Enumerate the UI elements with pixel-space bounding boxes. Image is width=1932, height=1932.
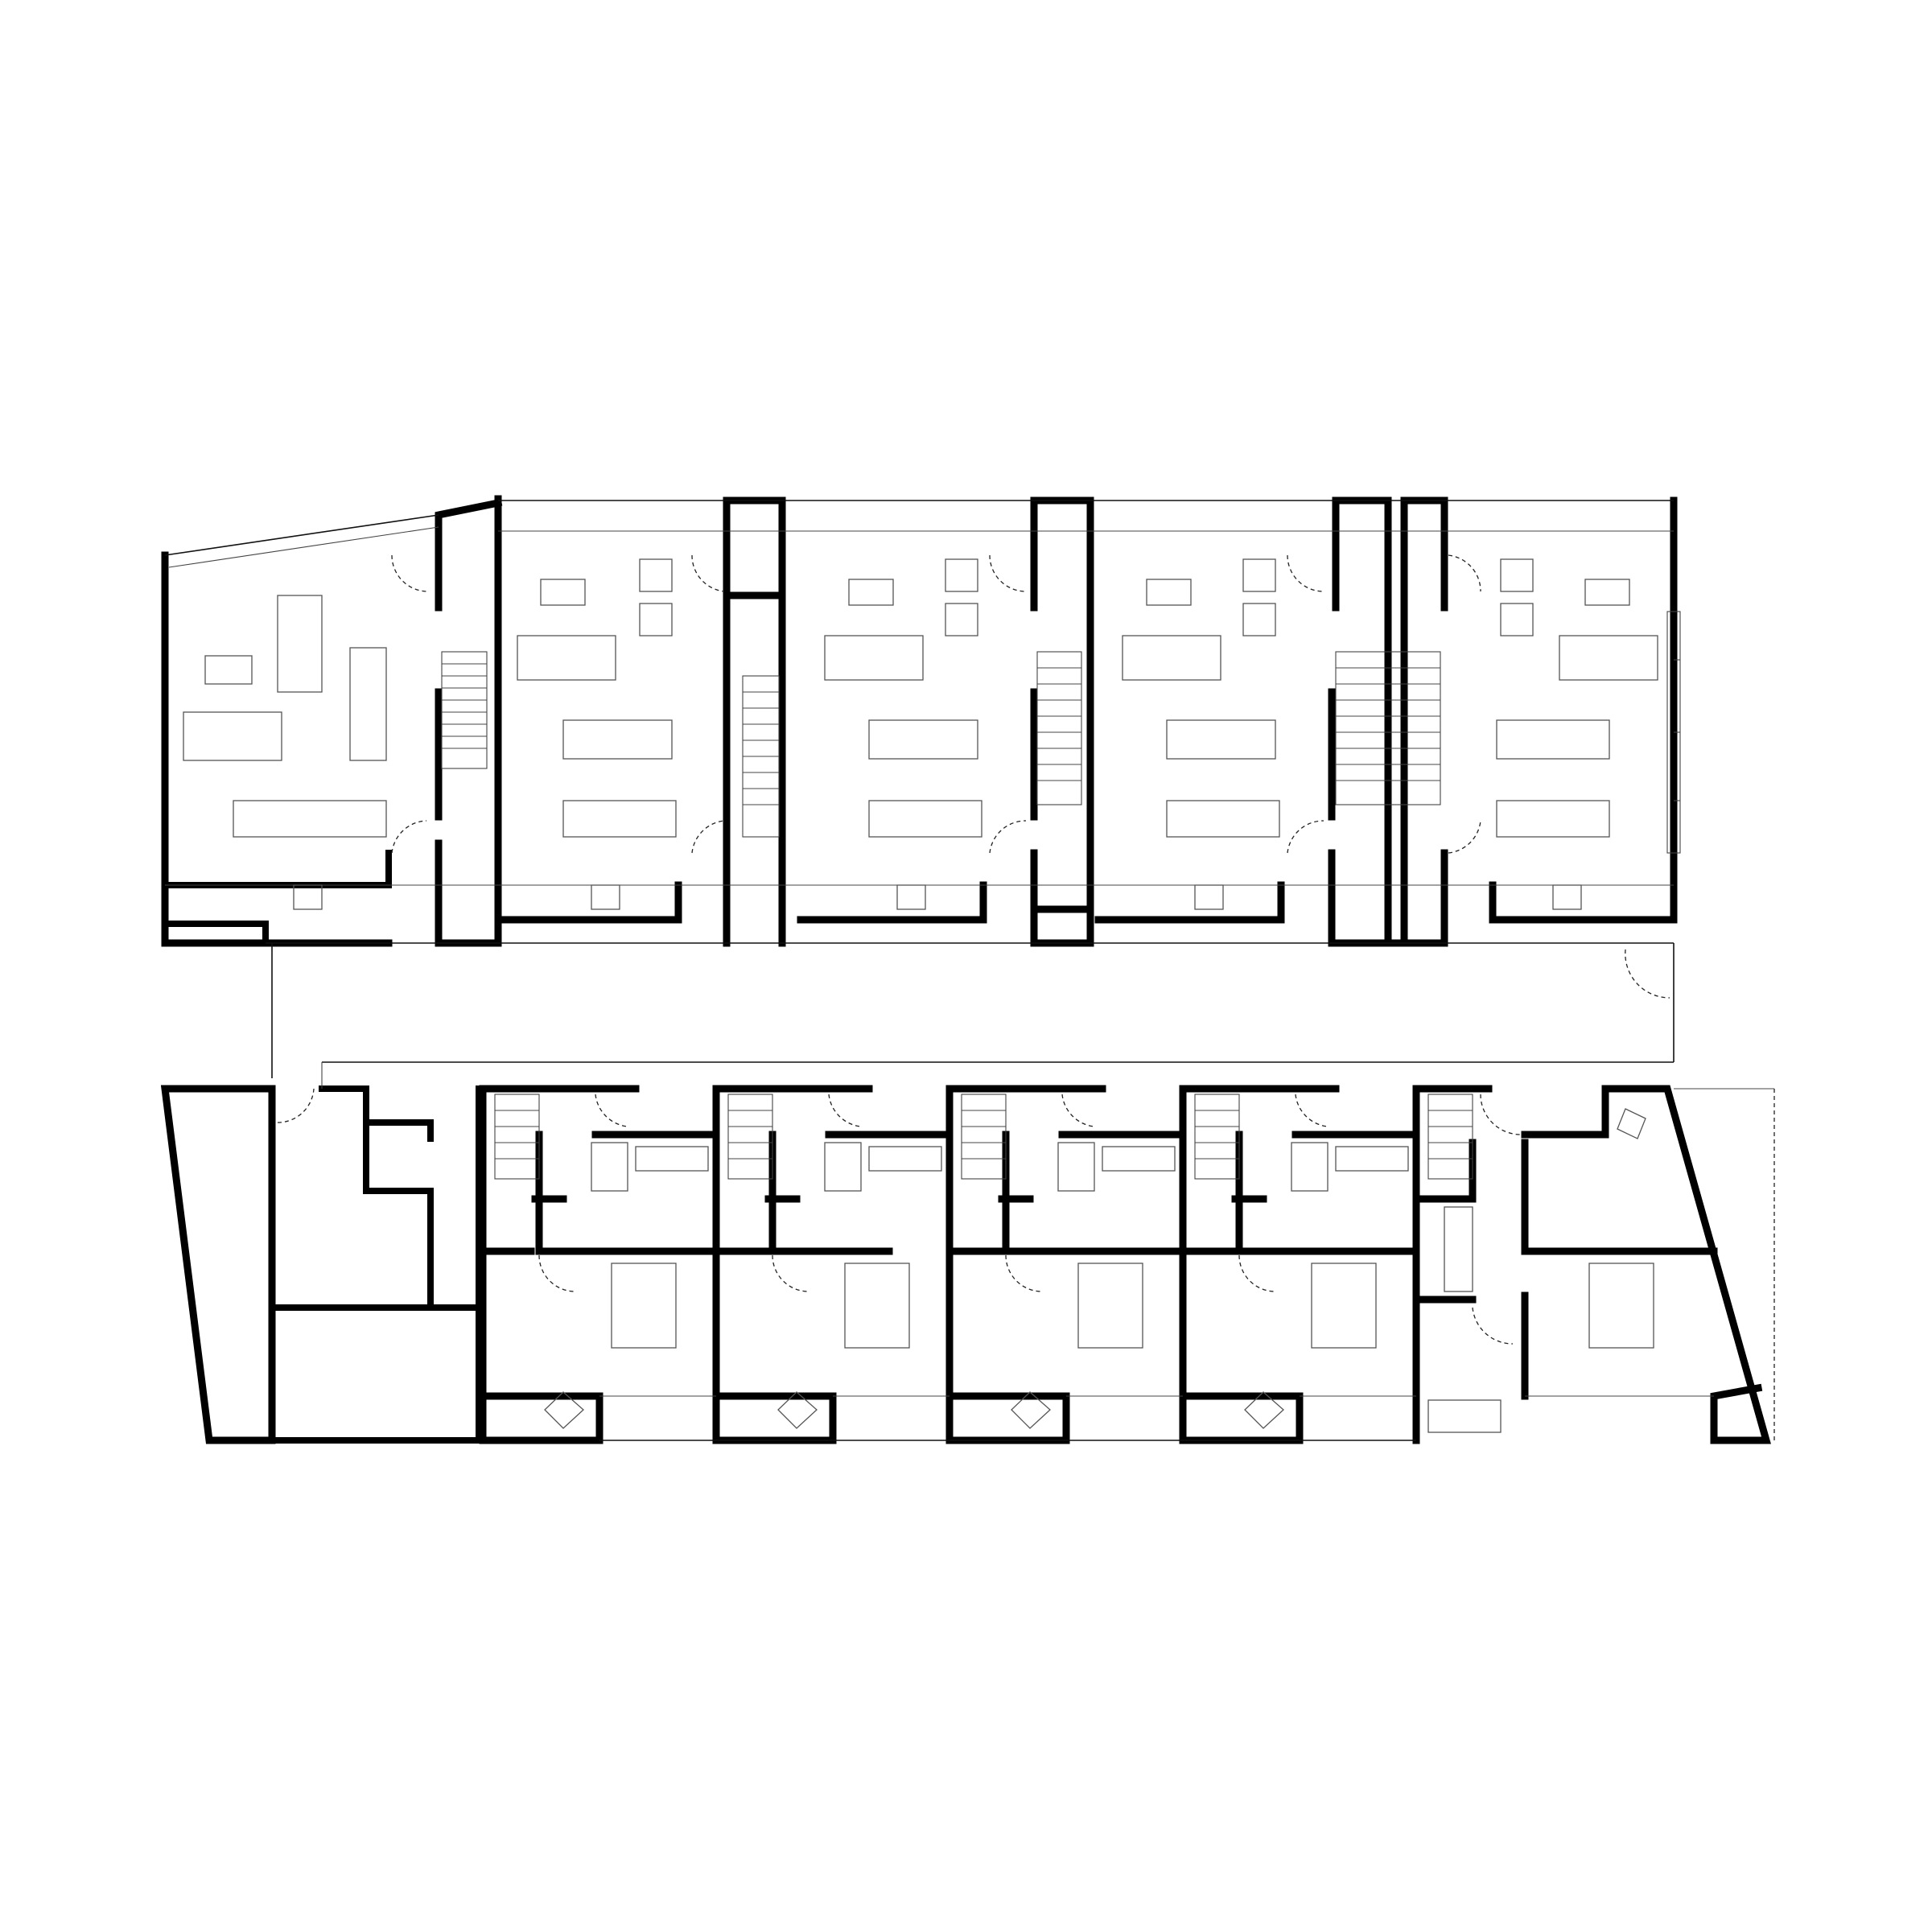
lower-exterior-walls <box>160 1085 1771 1444</box>
lower-stairs <box>494 1094 1473 1180</box>
upper-stairs <box>441 651 1441 838</box>
lower-facade-lines <box>271 943 1775 1441</box>
upper-facade-glazing <box>164 500 1681 944</box>
upper-exterior-walls <box>161 495 1678 947</box>
upper-doors <box>391 554 1670 999</box>
upper-furniture <box>183 558 1658 910</box>
lower-floor-plan <box>160 943 1775 1444</box>
upper-floor-plan <box>161 495 1681 999</box>
lower-doors <box>277 1088 1522 1345</box>
lower-furniture <box>544 1108 1654 1433</box>
